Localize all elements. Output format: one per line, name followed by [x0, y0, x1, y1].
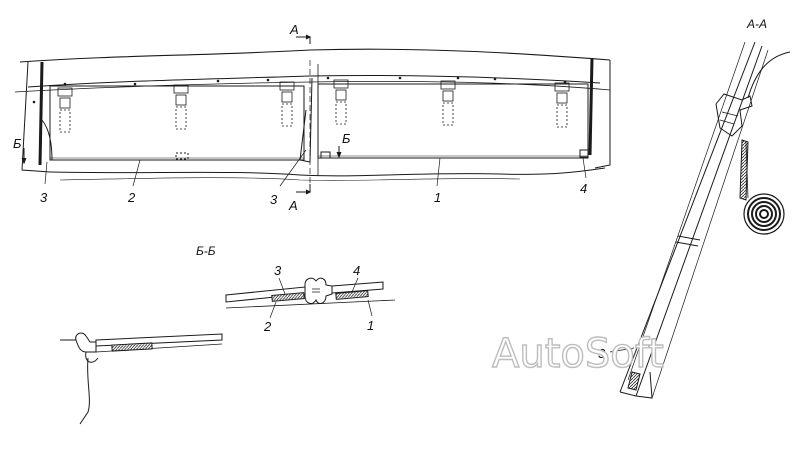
callout-bracket-right: 4: [580, 181, 587, 196]
section-bb-title: Б-Б: [196, 244, 216, 258]
bb-callout-4: 4: [353, 263, 360, 278]
section-b-left-label: Б: [13, 136, 22, 151]
coiled-seal-roll: [743, 141, 785, 235]
aa-callout-3: 3: [598, 346, 606, 361]
main-elevation-view: [14, 34, 611, 195]
section-b-center-label: Б: [342, 131, 351, 146]
section-aa-title: А-А: [746, 17, 767, 31]
bb-callout-1: 1: [367, 318, 374, 333]
bb-callout-2: 2: [263, 319, 272, 334]
callout-panel-right: 1: [434, 190, 441, 205]
bolt-row: [32, 76, 567, 104]
section-aa-detail: [609, 41, 791, 399]
watermark: AutoSoft: [492, 331, 664, 377]
callout-seal-center: 3: [270, 192, 278, 207]
section-bb-detail: [225, 277, 396, 319]
fixture-blocks: [57, 79, 570, 133]
leader-lines: [44, 149, 587, 187]
section-a-top-label: А: [289, 22, 299, 37]
callout-panel-left: 2: [127, 190, 136, 205]
left-edge-detail: [60, 332, 223, 425]
bb-callout-3: 3: [274, 263, 282, 278]
section-a-bottom-label: А: [288, 198, 298, 213]
callout-seal-left: 3: [40, 190, 48, 205]
